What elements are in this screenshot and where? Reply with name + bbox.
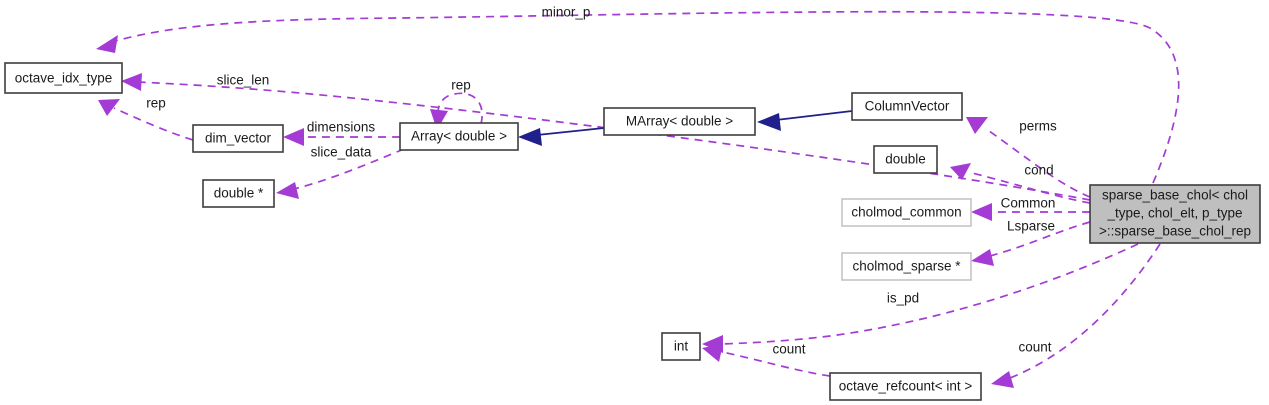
edge-label-count-left: count [772,342,805,357]
node-array-double-box[interactable] [399,122,519,151]
node-marray-double-box[interactable] [603,107,756,136]
node-column-vector-label: ColumnVector [865,99,950,114]
edge-common: Common [971,196,1090,221]
edge-label-rep-self: rep [451,78,471,93]
edge-slice-data: slice_data [276,145,405,199]
node-int-label: int [674,339,689,354]
edge-slice-len-arrowhead [121,73,142,91]
edge-label-slice-data: slice_data [311,145,372,160]
node-double-pointer-box[interactable] [202,179,275,208]
edge-slice-data-arrowhead [276,182,299,199]
edge-perms-arrowhead [966,117,988,134]
edge-inherit-marray-array-line [536,127,605,136]
node-column-vector-box[interactable] [851,92,963,121]
edge-inherit-marray-array [518,127,605,146]
node-int-box[interactable] [661,332,701,361]
node-cholmod-sparse-pointer[interactable]: cholmod_sparse * [841,252,972,281]
edge-dimensions: dimensions [283,120,401,146]
node-sparse-base-chol-rep-box[interactable] [1089,184,1261,244]
edge-count-left-line [721,351,831,377]
node-octave-idx-type-box[interactable] [4,62,123,94]
edge-label-slice-len: slice_len [217,73,270,88]
edge-rep-self-arrowhead [430,109,448,130]
edge-label-lsparse: Lsparse [1007,219,1055,234]
edge-label-count-right: count [1018,340,1051,355]
node-double[interactable]: double [873,145,938,174]
node-dim-vector[interactable]: dim_vector [192,124,284,153]
node-double-pointer[interactable]: double * [202,179,275,208]
edge-minor-p-arrowhead [96,35,118,53]
edge-inherit-columnvector-marray-line [775,110,853,121]
node-dim-vector-box[interactable] [192,124,284,153]
edge-slice-data-line [293,148,405,190]
node-column-vector[interactable]: ColumnVector [851,92,963,121]
node-double-pointer-label: double * [214,186,264,201]
edge-cond: cond [950,163,1091,204]
node-octave-refcount-int-box[interactable] [829,372,982,401]
node-dim-vector-label: dim_vector [205,131,272,146]
edge-label-is-pd: is_pd [887,291,919,306]
edge-common-arrowhead [971,203,992,221]
node-cholmod-common-label: cholmod_common [851,205,961,220]
node-cholmod-sparse-pointer-label: cholmod_sparse * [852,259,961,274]
edge-rep-dim-vector: rep [98,96,194,141]
node-sparse-base-chol-rep-label-line2: _type, chol_elt, p_type [1106,206,1242,221]
edge-rep-arrowhead [98,99,120,116]
node-cholmod-common[interactable]: cholmod_common [841,198,972,227]
node-sparse-base-chol-rep-label-line3: >::sparse_base_chol_rep [1099,224,1251,239]
edge-minor-p: minor_p [96,5,1180,184]
node-array-double[interactable]: Array< double > [399,122,519,151]
edge-count-left-arrowhead [702,344,723,362]
edge-count-right: count [991,243,1161,388]
node-double-box[interactable] [873,145,938,174]
edge-inherit-columnvector-marray-arrowhead [757,113,781,131]
edge-count-left: count [702,342,831,377]
edge-label-cond: cond [1024,163,1053,178]
edge-count-right-arrowhead [991,371,1014,388]
edge-label-common: Common [1001,196,1056,211]
node-array-double-label: Array< double > [411,129,507,144]
edge-perms: perms [966,117,1091,198]
node-octave-idx-type-label: octave_idx_type [15,71,113,86]
node-cholmod-common-box[interactable] [841,198,972,227]
node-octave-idx-type[interactable]: octave_idx_type [4,62,123,94]
edge-rep-self-loop: rep [430,78,483,130]
edge-lsparse-arrowhead [971,249,994,266]
edge-lsparse: Lsparse [971,219,1091,266]
node-sparse-base-chol-rep[interactable]: sparse_base_chol< chol _type, chol_elt, … [1089,184,1261,244]
edge-rep-self-loop-line [436,92,483,125]
edge-dimensions-arrowhead [283,128,304,146]
node-marray-double[interactable]: MArray< double > [603,107,756,136]
edge-inherit-marray-array-arrowhead [518,128,542,146]
edge-rep-dim-vector-line [113,107,194,141]
edge-minor-p-line [111,10,1180,184]
node-cholmod-sparse-pointer-box[interactable] [841,252,972,281]
node-int[interactable]: int [661,332,701,361]
edge-label-dimensions: dimensions [307,120,376,135]
node-octave-refcount-int-label: octave_refcount< int > [839,379,973,394]
node-sparse-base-chol-rep-label-line1: sparse_base_chol< chol [1102,188,1248,203]
edge-label-minor-p: minor_p [542,5,591,20]
node-marray-double-label: MArray< double > [626,114,733,129]
node-octave-refcount-int[interactable]: octave_refcount< int > [829,372,982,401]
edge-label-rep-left: rep [146,96,166,111]
node-double-label: double [885,152,926,167]
edge-count-right-line [1009,243,1161,379]
edge-cond-arrowhead [950,163,971,180]
edge-inherit-columnvector-marray [757,110,853,131]
edge-label-perms: perms [1019,119,1057,134]
